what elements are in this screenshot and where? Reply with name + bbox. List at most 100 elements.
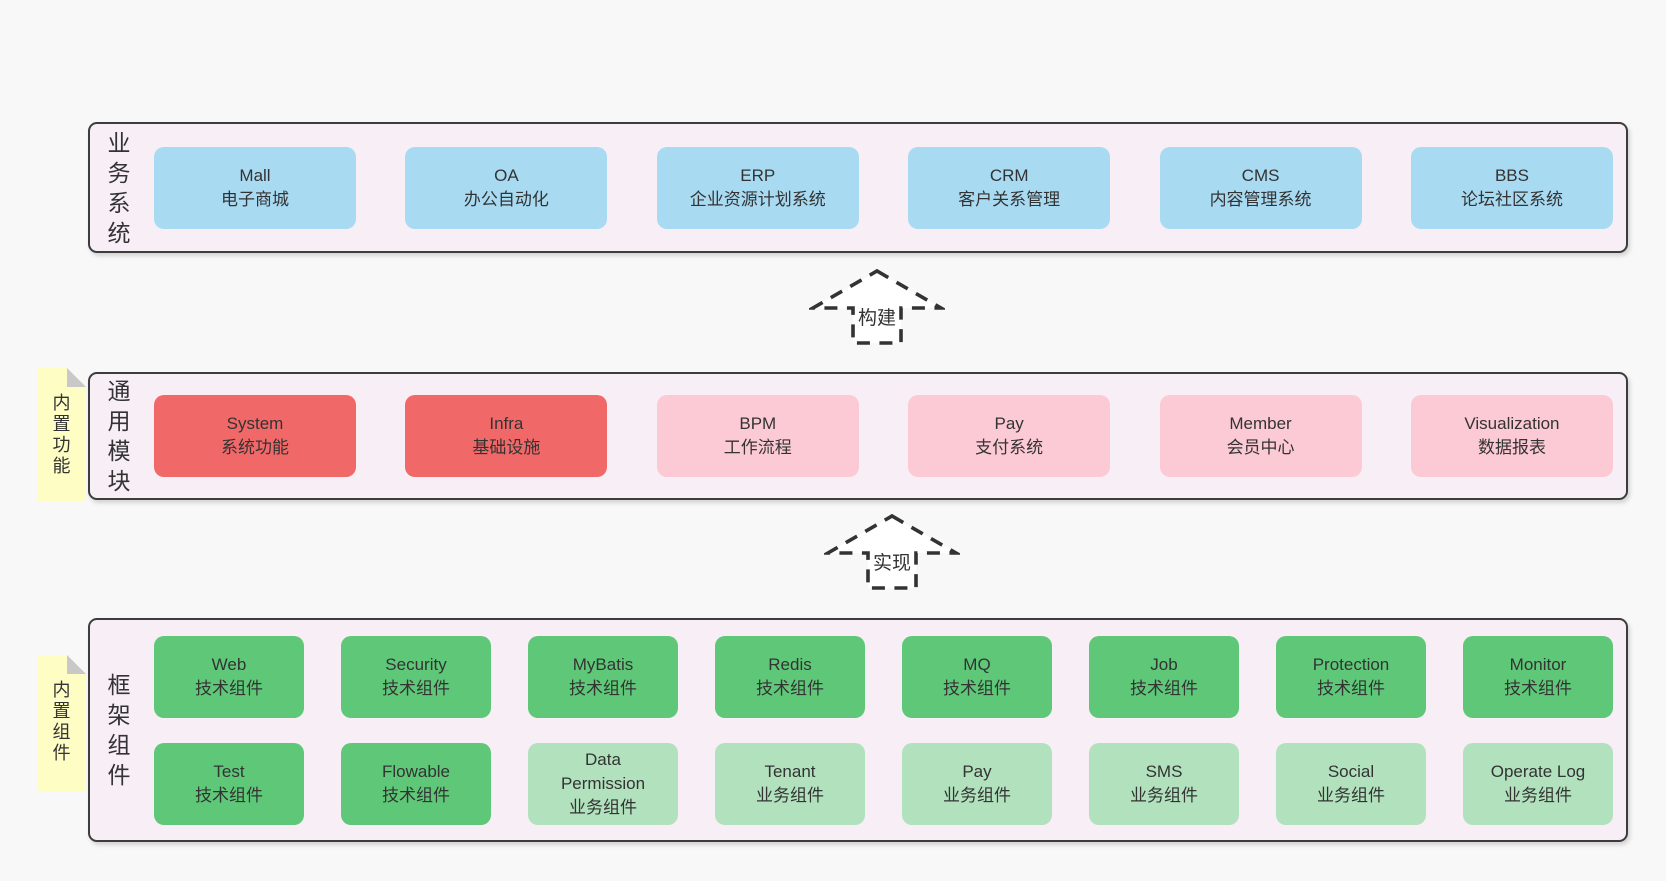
box-job: Job 技术组件: [1089, 635, 1239, 718]
box-monitor: Monitor 技术组件: [1463, 635, 1613, 718]
box-subtitle: 论坛社区系统: [1460, 189, 1563, 209]
box-visualization: Visualization 数据报表: [1410, 395, 1613, 477]
panel-framework-components: 框架组件 Web 技术组件 Security 技术组件 MyBatis 技术组件…: [88, 618, 1628, 842]
box-redis: Redis 技术组件: [715, 635, 865, 718]
box-subtitle: 工作流程: [723, 438, 792, 457]
box-title: Job: [1150, 654, 1178, 674]
box-subtitle: 业务组件: [1504, 785, 1572, 805]
box-subtitle: 基础设施: [472, 438, 541, 457]
box-title: Web: [211, 654, 247, 674]
box-web: Web 技术组件: [154, 635, 304, 718]
panel-common-modules: 通用模块 System 系统功能 Infra 基础设施 BPM 工作流程 Pay…: [88, 372, 1628, 500]
sticky-note-text: 内置功能: [52, 393, 71, 476]
box-subtitle: 技术组件: [382, 785, 450, 805]
sticky-note-built-in-components: 内置组件: [37, 655, 86, 792]
box-subtitle: 技术组件: [195, 678, 263, 698]
box-title: Data Permission: [560, 749, 646, 793]
box-title: Mall: [239, 165, 271, 185]
box-subtitle: 业务组件: [1130, 785, 1198, 805]
box-title: Member: [1229, 414, 1292, 433]
box-sms: SMS 业务组件: [1089, 742, 1239, 825]
sticky-note-built-in-features: 内置功能: [37, 368, 86, 502]
box-title: BBS: [1494, 165, 1529, 185]
box-title: MyBatis: [572, 654, 634, 674]
box-subtitle: 业务组件: [569, 797, 637, 817]
modules-row: System 系统功能 Infra 基础设施 BPM 工作流程 Pay 支付系统…: [154, 395, 1613, 477]
box-title: CMS: [1241, 165, 1280, 185]
box-protection: Protection 技术组件: [1276, 635, 1426, 718]
sticky-note-text: 内置组件: [52, 680, 71, 763]
box-subtitle: 技术组件: [569, 678, 637, 698]
box-title: BPM: [739, 414, 777, 433]
box-title: Flowable: [381, 761, 451, 781]
box-subtitle: 技术组件: [1504, 678, 1572, 698]
box-test: Test 技术组件: [154, 742, 304, 825]
box-title: Protection: [1312, 654, 1390, 674]
box-title: System: [226, 414, 284, 433]
box-title: Security: [385, 654, 447, 674]
box-title: Redis: [768, 654, 812, 674]
box-infra: Infra 基础设施: [405, 395, 608, 477]
dashed-up-arrow-icon: [806, 268, 948, 345]
box-tenant: Tenant 业务组件: [715, 742, 865, 825]
box-title: CRM: [989, 165, 1029, 185]
box-subtitle: 业务组件: [756, 785, 824, 805]
arrow-implement-label: 实现: [870, 553, 914, 575]
dashed-up-arrow-icon: [821, 513, 963, 590]
box-title: Tenant: [764, 761, 816, 781]
box-subtitle: 技术组件: [1130, 678, 1198, 698]
box-title: Pay: [994, 414, 1024, 433]
box-pay-module: Pay 支付系统: [908, 395, 1111, 477]
box-mall: Mall 电子商城: [154, 146, 356, 229]
box-subtitle: 内容管理系统: [1209, 189, 1312, 209]
framework-row-2: Test 技术组件 Flowable 技术组件 Data Permission …: [154, 742, 1613, 825]
box-bpm: BPM 工作流程: [656, 395, 859, 477]
layer-label-modules: 通用模块: [107, 378, 131, 494]
box-subtitle: 会员中心: [1226, 438, 1295, 457]
box-subtitle: 企业资源计划系统: [689, 189, 826, 209]
box-title: Operate Log: [1490, 761, 1586, 781]
box-subtitle: 电子商城: [221, 189, 289, 209]
box-subtitle: 支付系统: [975, 438, 1044, 457]
box-title: Infra: [489, 414, 524, 433]
framework-row-1: Web 技术组件 Security 技术组件 MyBatis 技术组件 Redi…: [154, 635, 1613, 718]
business-row: Mall 电子商城 OA 办公自动化 ERP 企业资源计划系统 CRM 客户关系…: [154, 146, 1613, 229]
box-mybatis: MyBatis 技术组件: [528, 635, 678, 718]
box-subtitle: 业务组件: [1317, 785, 1385, 805]
box-subtitle: 业务组件: [943, 785, 1011, 805]
box-erp: ERP 企业资源计划系统: [656, 146, 859, 229]
box-title: ERP: [740, 165, 776, 185]
box-pay-component: Pay 业务组件: [902, 742, 1052, 825]
box-subtitle: 系统功能: [221, 438, 289, 457]
box-title: Monitor: [1509, 654, 1567, 674]
box-system: System 系统功能: [154, 395, 356, 477]
box-cms: CMS 内容管理系统: [1159, 146, 1362, 229]
box-security: Security 技术组件: [341, 635, 491, 718]
box-data-permission: Data Permission 业务组件: [528, 742, 678, 825]
box-subtitle: 技术组件: [382, 678, 450, 698]
box-mq: MQ 技术组件: [902, 635, 1052, 718]
box-flowable: Flowable 技术组件: [341, 742, 491, 825]
box-member: Member 会员中心: [1159, 395, 1362, 477]
layer-label-business: 业务系统: [107, 129, 131, 246]
box-subtitle: 办公自动化: [463, 189, 549, 209]
box-title: Social: [1327, 761, 1375, 781]
box-subtitle: 技术组件: [195, 785, 263, 805]
layer-label-framework: 框架组件: [107, 672, 131, 788]
box-title: OA: [494, 165, 519, 185]
box-operate-log: Operate Log 业务组件: [1463, 742, 1613, 825]
box-subtitle: 技术组件: [756, 678, 824, 698]
box-subtitle: 数据报表: [1477, 438, 1546, 457]
box-title: SMS: [1145, 761, 1183, 781]
box-subtitle: 技术组件: [943, 678, 1011, 698]
box-subtitle: 技术组件: [1317, 678, 1385, 698]
panel-business-systems: 业务系统 Mall 电子商城 OA 办公自动化 ERP 企业资源计划系统 CRM…: [88, 122, 1628, 253]
box-bbs: BBS 论坛社区系统: [1410, 146, 1613, 229]
arrow-build-label: 构建: [855, 308, 899, 330]
box-title: MQ: [963, 654, 991, 674]
box-social: Social 业务组件: [1276, 742, 1426, 825]
box-title: Pay: [962, 761, 992, 781]
box-oa: OA 办公自动化: [405, 146, 608, 229]
box-subtitle: 客户关系管理: [958, 189, 1061, 209]
arrow-implement: 实现: [821, 513, 963, 591]
